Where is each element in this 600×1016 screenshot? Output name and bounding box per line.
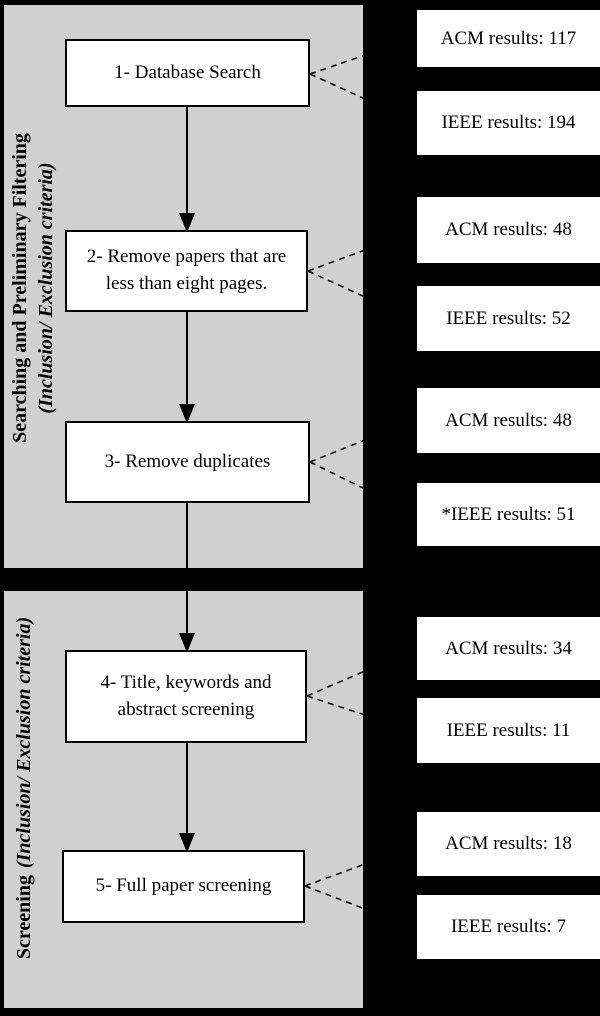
result-box-acm-5: ACM results: 18 <box>417 812 600 876</box>
step-label: 1- Database Search <box>114 61 261 83</box>
result-box-acm-3: ACM results: 48 <box>417 388 600 453</box>
result-box-ieee-3: *IEEE results: 51 <box>417 483 600 546</box>
result-label: ACM results: 48 <box>445 409 572 431</box>
panel-subtitle: (Inclusion/ Exclusion criteria) <box>13 616 35 869</box>
result-label: IEEE results: 7 <box>450 916 567 937</box>
panel-screening-label: Screening (Inclusion/ Exclusion criteria) <box>11 488 37 1016</box>
result-box-acm-1: ACM results: 117 <box>417 10 600 67</box>
panel-title: Screening <box>13 875 35 960</box>
result-box-ieee-4: IEEE results: 11 <box>417 698 600 763</box>
result-box-acm-4: ACM results: 34 <box>417 617 600 680</box>
step-label: 2- Remove papers that are less than eigh… <box>86 246 287 294</box>
result-box-ieee-5: IEEE results: 7 <box>417 895 600 959</box>
result-box-ieee-1: IEEE results: 194 <box>417 91 600 155</box>
step-box-remove-short-papers: 2- Remove papers that are less than eigh… <box>65 230 308 312</box>
result-box-ieee-2: IEEE results: 52 <box>417 286 600 351</box>
result-label: IEEE results: 11 <box>446 719 571 741</box>
result-label: IEEE results: 52 <box>446 307 571 329</box>
result-label: ACM results: 34 <box>445 637 572 659</box>
result-label: ACM results: 48 <box>445 219 572 240</box>
step-label: 3- Remove duplicates <box>104 450 271 472</box>
result-label: IEEE results: 194 <box>441 112 576 133</box>
result-box-acm-2: ACM results: 48 <box>417 197 600 263</box>
step-box-title-abstract-screening: 4- Title, keywords and abstract screenin… <box>65 650 307 743</box>
step-box-database-search: 1- Database Search <box>65 39 310 107</box>
result-label: *IEEE results: 51 <box>441 503 576 525</box>
step-box-full-paper-screening: 5- Full paper screening <box>62 850 305 923</box>
result-label: ACM results: 117 <box>440 27 577 49</box>
step-label: 4- Title, keywords and abstract screenin… <box>100 671 272 720</box>
result-label: ACM results: 18 <box>445 833 572 854</box>
step-box-remove-duplicates: 3- Remove duplicates <box>65 421 310 503</box>
step-label: 5- Full paper screening <box>95 875 272 897</box>
